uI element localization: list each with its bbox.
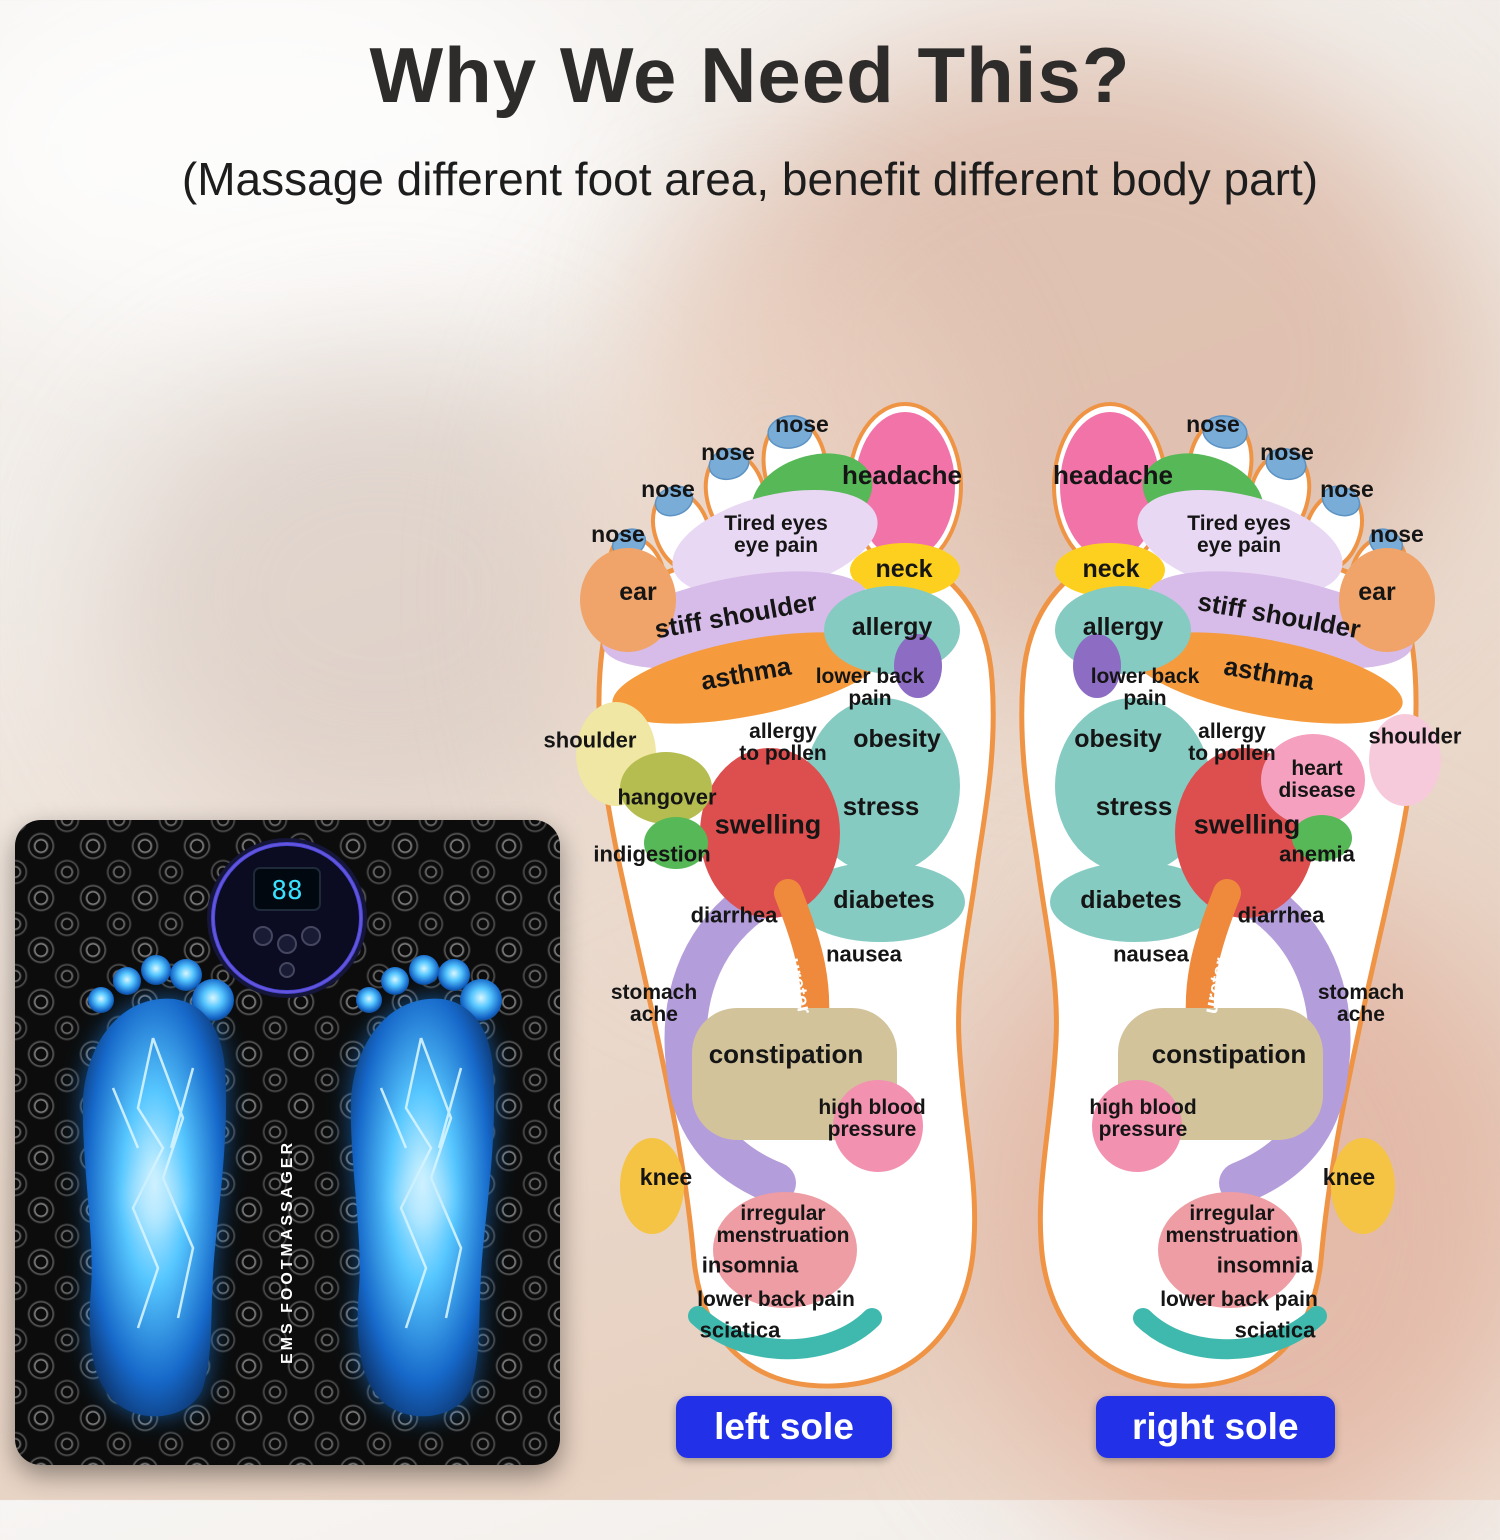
product-mat-graphic: 88: [15, 838, 560, 1465]
zone-label-high-blood-pressure: high blood pressure: [818, 1095, 926, 1141]
zone-label-stomach-ache: stomach ache: [1317, 980, 1405, 1026]
zone-label-insomnia: insomnia: [1216, 1252, 1314, 1278]
zone-label-nose-3: nose: [1320, 475, 1374, 502]
zone-label-ear: ear: [619, 577, 657, 606]
left-foot-graphic: [540, 388, 1020, 1398]
zone-label-lower-back-pain-heel: lower back pain: [697, 1287, 855, 1311]
device-button[interactable]: [301, 926, 321, 946]
zone-label-obesity: obesity: [853, 724, 941, 753]
zone-label-sciatica: sciatica: [1234, 1317, 1316, 1343]
zone-label-constipation: constipation: [1151, 1039, 1307, 1070]
right-sole-button[interactable]: right sole: [1096, 1396, 1335, 1458]
zone-shoulder: [1369, 714, 1441, 806]
zone-label-heart-disease: heart disease: [1278, 756, 1356, 802]
zone-label-stiff-shoulder: stiff shoulder: [652, 586, 820, 645]
zone-label-irregular-menstruation: irregular menstruation: [1165, 1201, 1299, 1247]
zone-label-ear: ear: [1358, 577, 1396, 606]
product-mat-image: 88 EMS FOOTMASSAGER: [15, 820, 560, 1465]
zone-label-ureter: ureter: [1199, 955, 1234, 1016]
zone-label-neck: neck: [1082, 554, 1140, 583]
zone-indigestion: [644, 817, 708, 869]
zone-label-shoulder: shoulder: [543, 727, 637, 753]
zone-label-lower-back-pain: lower back pain: [815, 664, 925, 710]
zone-label-nose-2: nose: [1260, 438, 1314, 465]
zone-label-diabetes: diabetes: [1080, 885, 1182, 914]
zone-label-nose-4: nose: [591, 520, 645, 547]
device-button[interactable]: [253, 926, 273, 946]
zone-label-asthma: asthma: [1221, 650, 1317, 696]
zone-label-irregular-menstruation: irregular menstruation: [716, 1201, 850, 1247]
page-subtitle: (Massage different foot area, benefit di…: [181, 153, 1319, 205]
zone-label-obesity: obesity: [1074, 724, 1162, 753]
zone-label-nose-1: nose: [775, 410, 829, 437]
device-display: [253, 867, 321, 911]
zone-label-constipation: constipation: [708, 1039, 864, 1070]
zone-label-swelling: swelling: [1193, 809, 1301, 840]
zone-label-shoulder: shoulder: [1368, 723, 1462, 749]
zone-label-sciatica: sciatica: [699, 1317, 781, 1343]
zone-label-stiff-shoulder: stiff shoulder: [1195, 586, 1363, 645]
zone-label-tired-eyes: Tired eyes eye pain: [1187, 511, 1291, 557]
zone-label-nausea: nausea: [826, 941, 902, 967]
zone-label-allergy: allergy: [1082, 612, 1164, 641]
zone-label-swelling: swelling: [714, 809, 822, 840]
zone-label-nose-1: nose: [1186, 410, 1240, 437]
zone-label-anemia: anemia: [1279, 841, 1355, 867]
left-sole-button[interactable]: left sole: [676, 1396, 892, 1458]
zone-label-ureter: ureter: [781, 955, 816, 1016]
device-display-value: 88: [271, 876, 302, 906]
zone-label-insomnia: insomnia: [701, 1252, 799, 1278]
page-title: Why We Need This?: [369, 31, 1131, 119]
zone-label-stress: stress: [1095, 791, 1173, 822]
zone-label-allergy: allergy: [851, 612, 933, 641]
device-button[interactable]: [279, 962, 295, 978]
zone-label-headache: headache: [1053, 460, 1173, 491]
zone-label-hangover: hangover: [617, 784, 717, 810]
zone-label-nose-3: nose: [641, 475, 695, 502]
zone-label-stomach-ache: stomach ache: [610, 980, 698, 1026]
zone-label-diarrhea: diarrhea: [1237, 902, 1325, 928]
zone-label-diarrhea: diarrhea: [690, 902, 778, 928]
zone-heart-disease: [1261, 734, 1365, 826]
zone-label-lower-back-pain-heel: lower back pain: [1160, 1287, 1318, 1311]
zone-label-high-blood-pressure: high blood pressure: [1089, 1095, 1197, 1141]
device-button[interactable]: [277, 934, 297, 954]
zone-label-asthma: asthma: [698, 650, 794, 696]
zone-label-neck: neck: [875, 554, 933, 583]
zone-label-diabetes: diabetes: [833, 885, 935, 914]
zone-label-knee: knee: [1322, 1163, 1376, 1190]
zone-label-stress: stress: [842, 791, 920, 822]
zone-label-nausea: nausea: [1113, 941, 1189, 967]
zone-label-nose-2: nose: [701, 438, 755, 465]
zone-label-headache: headache: [842, 460, 962, 491]
zone-label-allergy-to-pollen: allergy to pollen: [1188, 719, 1276, 765]
zone-anemia: [1292, 815, 1352, 861]
zone-label-allergy-to-pollen: allergy to pollen: [739, 719, 827, 765]
zone-hangover: [620, 752, 712, 824]
zone-label-nose-4: nose: [1370, 520, 1424, 547]
control-device: 88: [207, 838, 367, 998]
zone-label-lower-back-pain: lower back pain: [1090, 664, 1200, 710]
zone-label-knee: knee: [639, 1163, 693, 1190]
right-foot-graphic: [995, 388, 1475, 1398]
product-brand-label: EMS FOOTMASSAGER: [278, 1140, 296, 1365]
zone-label-tired-eyes: Tired eyes eye pain: [724, 511, 828, 557]
zone-label-indigestion: indigestion: [593, 841, 711, 867]
